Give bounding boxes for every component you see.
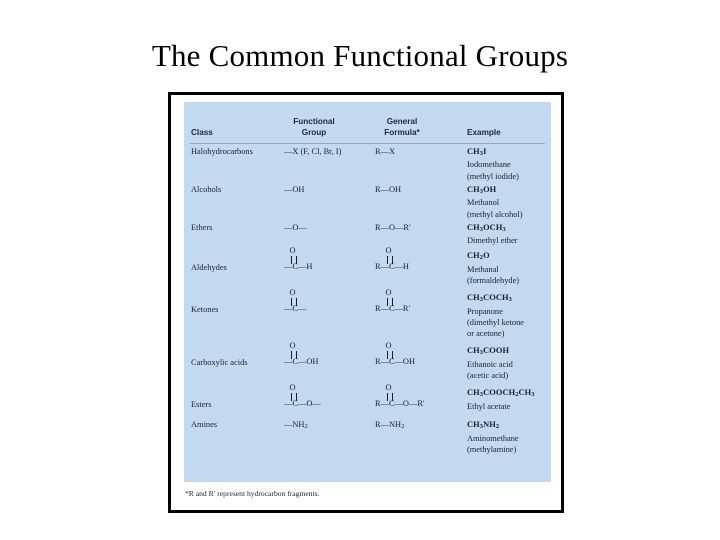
example-name: Dimethyl ether [467, 236, 518, 246]
page-title: The Common Functional Groups [151, 38, 569, 73]
carbonyl-base-chain: R—C—R′ [375, 304, 411, 314]
cell-general-formula: R—NH2 [375, 420, 405, 431]
cell-example: CH3OH Methanol(methyl alcohol) [467, 184, 523, 220]
carbonyl-oxygen-label: O [289, 288, 296, 298]
carbonyl-base-chain: —C— [284, 304, 307, 314]
cell-example: CH3COOH Ethanoic acid (acetic acid) [467, 345, 513, 381]
column-header-functional-group-line1: Functional [293, 117, 335, 126]
carbonyl-base-chain: —C—OH [284, 357, 319, 367]
carbonyl-oxygen-label: O [385, 288, 392, 298]
carbonyl-double-bond [386, 298, 393, 307]
example-alt-name: (methyl alcohol) [467, 209, 523, 219]
column-header-class: Class [191, 128, 213, 137]
example-name: Ethanoic acid [467, 359, 513, 369]
table-row: Halohydrocarbons —X (F, Cl, Br, I) R—X CH3I… [184, 146, 551, 184]
header-divider [190, 143, 545, 144]
carbonyl-base-chain: —C—O— [284, 399, 321, 409]
carbonyl-oxygen-label: O [385, 383, 392, 393]
carbonyl-double-bond [290, 393, 297, 402]
column-header-functional-group: Functional Group [272, 117, 356, 138]
column-header-example: Example [467, 128, 501, 137]
cell-functional-group: —NH2 [284, 420, 308, 431]
example-formula: CH3OCH3 [467, 222, 506, 233]
example-name: Propanone [467, 306, 503, 316]
table-row: Alcohols —OH R—OH CH3OH Methanol(methyl alco… [184, 184, 551, 222]
carbonyl-oxygen-label: O [385, 246, 392, 256]
cell-example: CH3I Iodomethane(methyl iodide) [467, 146, 519, 182]
table-body: Halohydrocarbons —X (F, Cl, Br, I) R—X CH3I… [184, 146, 551, 457]
carbonyl-double-bond [290, 351, 297, 360]
cell-example: CH2O Methanal (formaldehyde) [467, 250, 519, 286]
carbonyl-double-bond [386, 393, 393, 402]
column-header-general-formula-line2: Formula* [384, 127, 420, 137]
carbonyl-oxygen-label: O [289, 246, 296, 256]
carbonyl-oxygen-label: O [289, 341, 296, 351]
example-name: Aminomethane [467, 433, 519, 443]
cell-class: Halohydrocarbons [191, 147, 253, 156]
example-name: Methanol [467, 198, 500, 208]
example-name: Iodomethane [467, 160, 511, 170]
table-footnote: *R and R′ represent hydrocarbon fragment… [185, 489, 320, 498]
cell-class: Ketones [191, 305, 219, 315]
cell-functional-group: —X (F, Cl, Br, I) [284, 147, 342, 156]
example-alt-name-cont: or acetone) [467, 329, 505, 339]
carbonyl-oxygen-label: O [289, 383, 296, 393]
cell-class: Carboxylic acids [191, 358, 248, 368]
example-formula: CH3OH [467, 184, 497, 196]
carbonyl-base-chain: R—C—H [375, 262, 409, 272]
example-formula: CH3COOCH2CH3 [467, 388, 535, 399]
example-formula: CH3COOH [467, 346, 510, 357]
cell-class: Aldehydes [191, 263, 227, 273]
example-alt-name: (acetic acid) [467, 371, 509, 381]
example-name: Methanal [467, 264, 499, 274]
figure-frame: Class Functional Group General Formula* … [168, 92, 564, 513]
carbonyl-double-bond [386, 351, 393, 360]
carbonyl-double-bond [290, 256, 297, 265]
example-alt-name: (methylamine) [467, 445, 517, 455]
example-formula: CH2O [467, 251, 490, 262]
example-alt-name: (methyl iodide) [467, 171, 519, 181]
column-header-general-formula: General Formula* [365, 117, 439, 138]
cell-general-formula: R—X [375, 147, 396, 156]
cell-class: Amines [191, 420, 218, 430]
cell-class: Ethers [191, 222, 213, 232]
example-name: Ethyl acetate [467, 401, 511, 411]
example-formula: CH3I [467, 147, 487, 158]
table-row: Aldehydes O —C—H O R—C—H CH2O Methanal (formald… [184, 246, 551, 290]
table-header-row: Class Functional Group General Formula* … [184, 102, 551, 144]
cell-general-formula: R—O—R′ [375, 222, 411, 232]
carbonyl-base-chain: R—C—OH [375, 357, 416, 367]
cell-general-formula: R—OH [375, 184, 402, 194]
carbonyl-oxygen-label: O [385, 341, 392, 351]
carbonyl-base-chain: —C—H [284, 262, 313, 272]
cell-class: Alcohols [191, 184, 222, 194]
functional-groups-table: Class Functional Group General Formula* … [184, 102, 551, 482]
cell-class: Esters [191, 400, 212, 410]
example-alt-name: (dimethyl ketone [467, 318, 524, 327]
cell-functional-group: —O— [284, 222, 307, 232]
example-formula: CH3COCH3 [467, 293, 512, 304]
column-header-functional-group-line2: Group [301, 127, 327, 137]
example-alt-name: (formaldehyde) [467, 276, 520, 286]
table-row: Carboxylic acids O —C—OH O R—C—OH CH3COOH Etha… [184, 341, 551, 385]
column-header-general-formula-line1: General [386, 117, 418, 126]
carbonyl-double-bond [290, 298, 297, 307]
carbonyl-double-bond [386, 256, 393, 265]
cell-functional-group: —OH [284, 184, 305, 194]
example-formula: CH3NH2 [467, 420, 500, 431]
carbonyl-base-chain: R—C—O—R′ [375, 399, 425, 409]
